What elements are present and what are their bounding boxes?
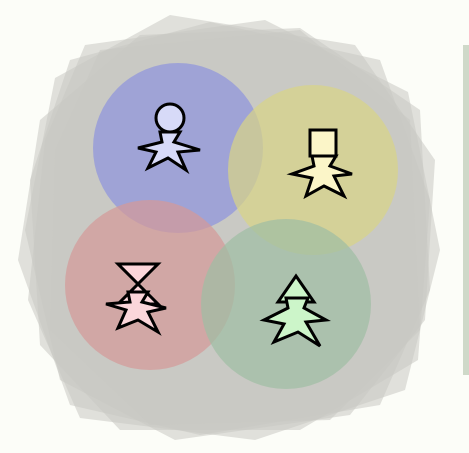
pawn-star-body-icon	[137, 130, 201, 175]
pawn-star-body-icon	[286, 154, 353, 200]
pawn-star-body-icon	[259, 296, 331, 348]
piece-green[interactable]	[259, 273, 331, 348]
piece-yellow[interactable]	[286, 128, 353, 200]
piece-red[interactable]	[105, 262, 167, 336]
zone-red[interactable]	[65, 200, 235, 370]
edge-strip	[463, 45, 469, 375]
piece-blue[interactable]	[137, 102, 201, 175]
pawn-square-head-icon	[308, 128, 338, 158]
pawn-star-body-icon	[105, 290, 167, 336]
pawn-circle-head-icon	[154, 102, 186, 134]
board-stack	[18, 15, 440, 440]
